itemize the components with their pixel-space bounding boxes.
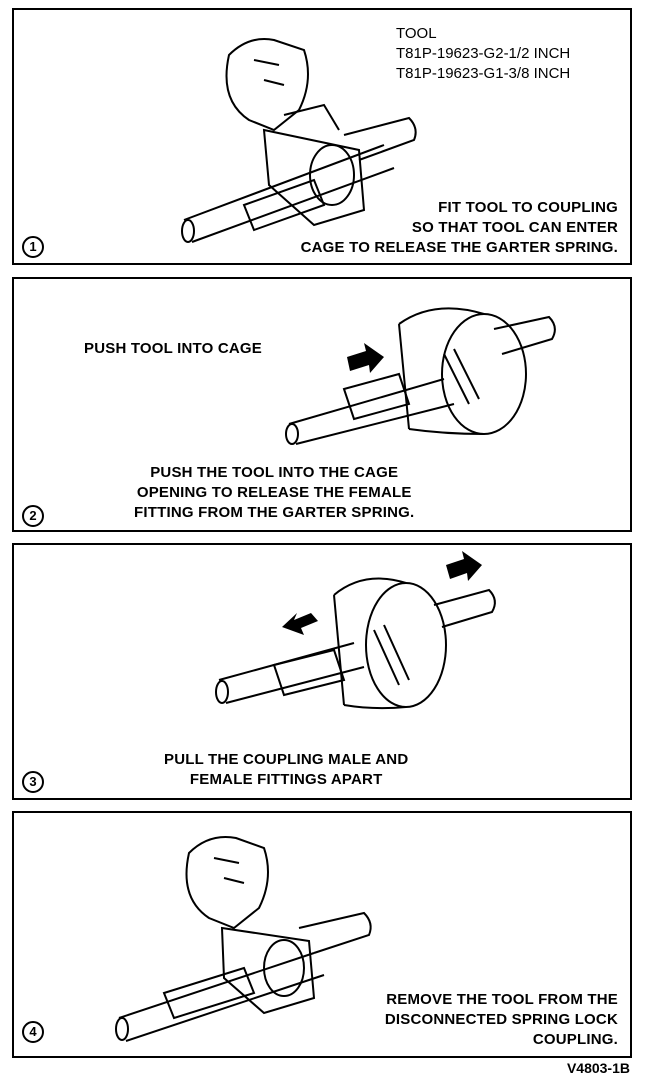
tool-part-three-eighths-inch: T81P-19623-G1-3/8 INCH bbox=[396, 65, 571, 82]
step-2-caption: PUSH THE TOOL INTO THE CAGE OPENING TO R… bbox=[134, 463, 414, 523]
panel-step-3: PULL THE COUPLING MALE AND FEMALE FITTIN… bbox=[12, 543, 632, 800]
caption-line: FIT TOOL TO COUPLING bbox=[438, 199, 618, 216]
step-3-caption: PULL THE COUPLING MALE AND FEMALE FITTIN… bbox=[164, 750, 408, 790]
caption-line: DISCONNECTED SPRING LOCK bbox=[384, 1011, 618, 1028]
caption-line: FITTING FROM THE GARTER SPRING. bbox=[134, 504, 415, 521]
remove-tool-illustration bbox=[115, 836, 372, 1042]
push-arrow-icon bbox=[347, 343, 384, 373]
caption-line: SO THAT TOOL CAN ENTER bbox=[411, 219, 618, 236]
caption-line: CAGE TO RELEASE THE GARTER SPRING. bbox=[300, 239, 618, 256]
push-tool-label: PUSH TOOL INTO CAGE bbox=[84, 340, 262, 357]
panel-step-2: PUSH TOOL INTO CAGE PUSH THE TOOL INTO T… bbox=[12, 277, 632, 532]
tool-heading: TOOL bbox=[396, 25, 437, 42]
pull-left-arrow-icon bbox=[282, 613, 318, 635]
caption-line: PULL THE COUPLING MALE AND bbox=[164, 751, 409, 768]
tool-part-half-inch: T81P-19623-G2-1/2 INCH bbox=[396, 45, 571, 62]
caption-line: COUPLING. bbox=[532, 1031, 618, 1048]
panel-step-4: REMOVE THE TOOL FROM THE DISCONNECTED SP… bbox=[12, 811, 632, 1058]
caption-line: PUSH THE TOOL INTO THE CAGE bbox=[150, 464, 399, 481]
figure-id: V4803-1B bbox=[566, 1060, 630, 1076]
caption-line: FEMALE FITTINGS APART bbox=[189, 771, 383, 788]
step-number-badge: 2 bbox=[22, 505, 44, 527]
tool-fit-illustration bbox=[181, 38, 417, 243]
caption-line: OPENING TO RELEASE THE FEMALE bbox=[136, 484, 412, 501]
step-4-caption: REMOVE THE TOOL FROM THE DISCONNECTED SP… bbox=[385, 990, 618, 1050]
push-tool-illustration bbox=[285, 307, 556, 445]
pull-right-arrow-icon bbox=[446, 551, 482, 581]
pull-apart-illustration bbox=[215, 551, 496, 710]
step-number-badge: 4 bbox=[22, 1021, 44, 1043]
caption-line: REMOVE THE TOOL FROM THE bbox=[386, 991, 618, 1008]
tool-spec: TOOL T81P-19623-G2-1/2 INCH T81P-19623-G… bbox=[396, 24, 570, 84]
step-number-badge: 3 bbox=[22, 771, 44, 793]
step-number-badge: 1 bbox=[22, 236, 44, 258]
step-1-caption: FIT TOOL TO COUPLING SO THAT TOOL CAN EN… bbox=[301, 198, 618, 258]
panel-step-1: TOOL T81P-19623-G2-1/2 INCH T81P-19623-G… bbox=[12, 8, 632, 265]
